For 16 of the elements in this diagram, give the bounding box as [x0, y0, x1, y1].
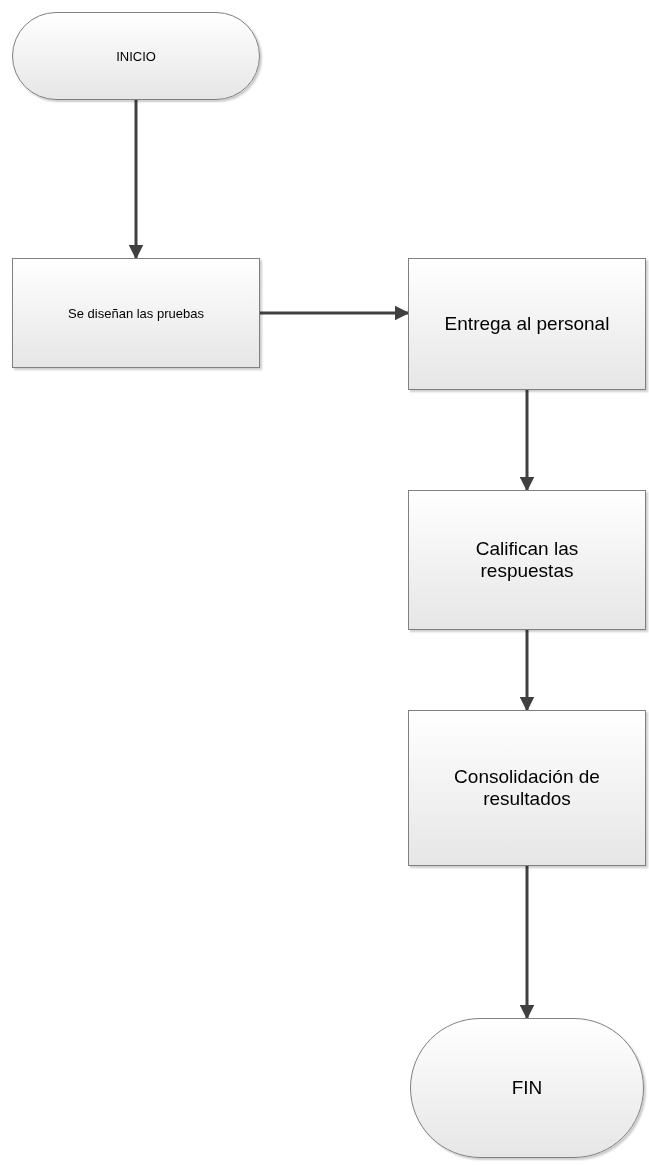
arrow	[519, 866, 535, 1020]
process-box	[408, 490, 646, 630]
process-box	[408, 710, 646, 866]
arrow	[519, 630, 535, 712]
node-label: Califican las respuestas	[474, 538, 580, 582]
arrow	[128, 100, 144, 260]
node-label: INICIO	[115, 48, 157, 64]
node-label: Consolidación de resultados	[453, 766, 601, 810]
process-box	[12, 258, 260, 368]
process-box	[408, 258, 646, 390]
terminator-shape	[12, 12, 260, 100]
node-label: FIN	[510, 1077, 544, 1099]
arrow	[260, 305, 410, 321]
node-label: Entrega al personal	[443, 313, 611, 335]
arrow	[519, 390, 535, 492]
node-label: Se diseñan las pruebas	[67, 305, 205, 321]
